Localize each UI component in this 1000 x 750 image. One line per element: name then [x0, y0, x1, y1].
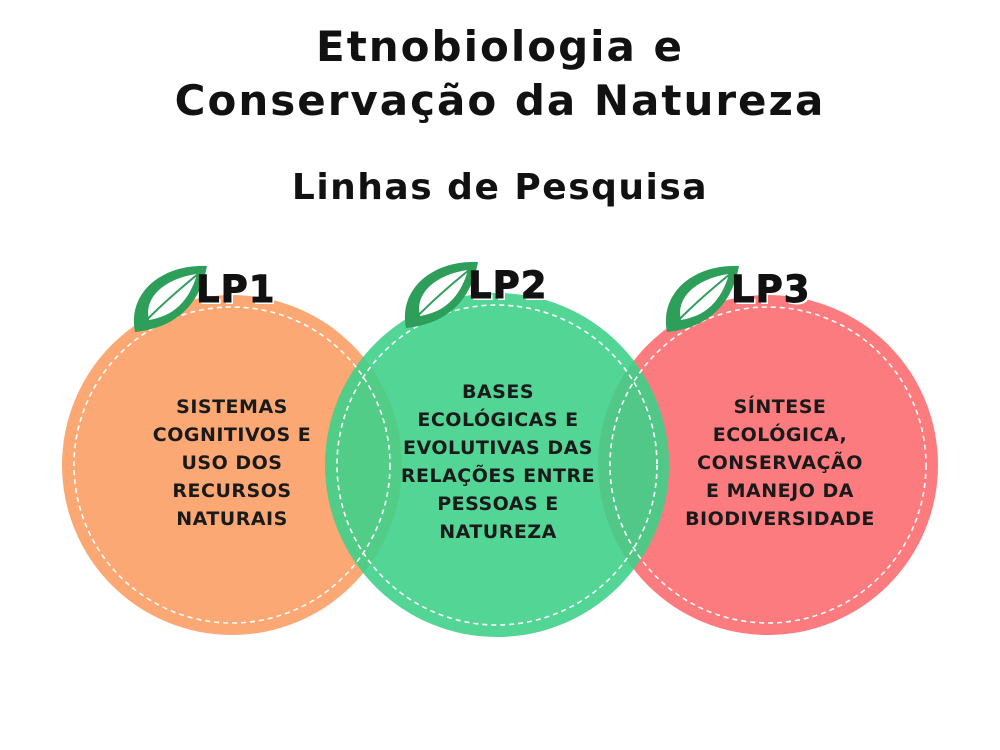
leaf-icon [133, 265, 207, 332]
circle-lp3 [598, 295, 938, 635]
lp1-description: SISTEMAS COGNITIVOS E USO DOS RECURSOS N… [152, 396, 312, 530]
subtitle: Linhas de Pesquisa [291, 167, 709, 208]
dashed-ring-lp2 [336, 304, 658, 626]
lp1-label: LP1 [195, 268, 276, 312]
title-line-1: Etnobiologia e [316, 22, 684, 71]
leaf-icon [404, 261, 478, 328]
circle-lp2 [325, 293, 669, 637]
dashed-ring-lp1 [73, 306, 391, 624]
lp3-label: LP3 [730, 268, 811, 312]
dashed-ring-lp3 [609, 306, 927, 624]
title-line-2: Conservação da Natureza [174, 76, 826, 125]
circle-lp1 [62, 295, 402, 635]
lp3-description: SÍNTESE ECOLÓGICA, CONSERVAÇÃO E MANEJO … [685, 396, 875, 530]
leaf-icon [665, 265, 739, 332]
lp2-description: BASES ECOLÓGICAS E EVOLUTIVAS DAS RELAÇÕ… [400, 381, 596, 543]
lp2-label: LP2 [467, 264, 548, 308]
